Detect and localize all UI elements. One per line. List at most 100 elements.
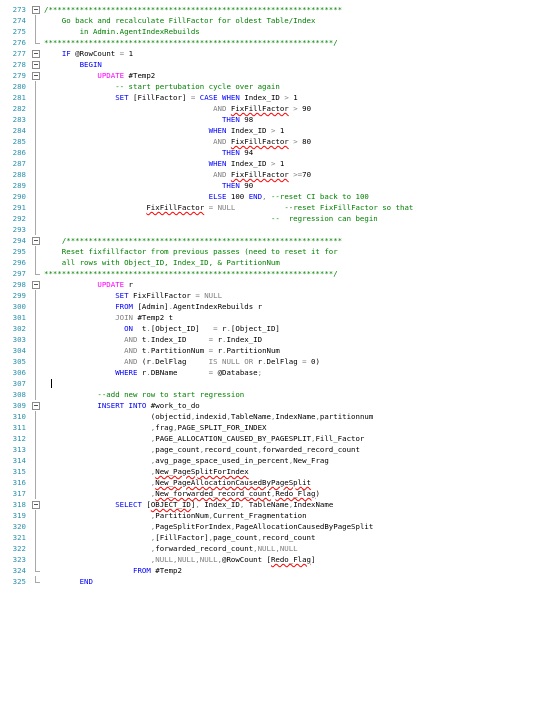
collapse-toggle-icon[interactable] xyxy=(30,48,42,59)
code-text: BEGIN xyxy=(44,59,102,70)
code-line[interactable]: 288 AND FixFillFactor >=70 xyxy=(0,169,536,180)
collapse-toggle-icon[interactable] xyxy=(30,59,42,70)
code-line[interactable]: 319 ,PartitionNum,Current_Fragmentation xyxy=(0,510,536,521)
code-token: . xyxy=(262,357,267,366)
code-line[interactable]: 317 ,New_forwarded_record_count,Redo_Fla… xyxy=(0,488,536,499)
code-line[interactable]: 276*************************************… xyxy=(0,37,536,48)
code-token: END xyxy=(79,577,93,586)
collapse-toggle-icon[interactable] xyxy=(30,499,42,510)
code-line[interactable]: 302 ON t.[Object_ID] = r.[Object_ID] xyxy=(0,323,536,334)
code-line[interactable]: 289 THEN 90 xyxy=(0,180,536,191)
code-line[interactable]: 278 BEGIN xyxy=(0,59,536,70)
code-line[interactable]: 316 ,New_PageAllocationCausedByPageSplit xyxy=(0,477,536,488)
outline-guide xyxy=(35,191,48,202)
code-line[interactable]: 285 AND FixFillFactor > 80 xyxy=(0,136,536,147)
collapse-toggle-icon[interactable] xyxy=(30,70,42,81)
code-line[interactable]: 287 WHEN Index_ID > 1 xyxy=(0,158,536,169)
collapse-toggle-icon[interactable] xyxy=(30,4,42,15)
code-token: @Database xyxy=(213,368,258,377)
code-line[interactable]: 291 FixFillFactor = NULL --reset FixFill… xyxy=(0,202,536,213)
code-text: UPDATE #Temp2 xyxy=(44,70,155,81)
code-line[interactable]: 306 WHERE r.DBName = @Database; xyxy=(0,367,536,378)
code-token: FixFillFactor xyxy=(230,170,289,179)
code-line[interactable]: 311 ,frag,PAGE_SPLIT_FOR_INDEX xyxy=(0,422,536,433)
code-line[interactable]: 274 Go back and recalculate FillFactor f… xyxy=(0,15,536,26)
code-line[interactable]: 324 FROM #Temp2 xyxy=(0,565,536,576)
code-token: ,NULL,NULL xyxy=(253,544,298,553)
collapse-toggle-icon[interactable] xyxy=(30,279,42,290)
code-line[interactable]: 300 FROM [Admin].AgentIndexRebuilds r xyxy=(0,301,536,312)
code-line[interactable]: 325 END xyxy=(0,576,536,587)
code-token: THEN xyxy=(221,148,240,157)
outline-guide xyxy=(35,114,48,125)
code-line[interactable]: 282 AND FixFillFactor > 90 xyxy=(0,103,536,114)
code-token xyxy=(44,60,80,69)
code-line[interactable]: 308 --add new row to start regression xyxy=(0,389,536,400)
code-token: WHEN xyxy=(208,126,227,135)
code-line[interactable]: 298 UPDATE r xyxy=(0,279,536,290)
code-text: ,PageSplitForIndex,PageAllocationCausedB… xyxy=(44,521,374,532)
code-line[interactable]: 315 ,New_PageSplitForIndex xyxy=(0,466,536,477)
code-text: ,PartitionNum,Current_Fragmentation xyxy=(44,510,307,521)
line-number: 305 xyxy=(12,357,26,366)
outline-guide xyxy=(35,389,48,400)
code-line[interactable]: 322 ,forwarded_record_count,NULL,NULL xyxy=(0,543,536,554)
code-line[interactable]: 310 (objectid,indexid,TableName,IndexNam… xyxy=(0,411,536,422)
code-line[interactable]: 273/************************************… xyxy=(0,4,536,15)
outline-guide xyxy=(35,125,48,136)
line-number: 295 xyxy=(12,247,26,256)
code-line[interactable]: 292 -- regression can begin xyxy=(0,213,536,224)
code-token xyxy=(44,181,222,190)
code-line[interactable]: 295 Reset fixfillfactor from previous pa… xyxy=(0,246,536,257)
code-line[interactable]: 312 ,PAGE_ALLOCATION_CAUSED_BY_PAGESPLIT… xyxy=(0,433,536,444)
code-line[interactable]: 286 THEN 94 xyxy=(0,147,536,158)
line-number: 301 xyxy=(12,313,26,322)
code-line[interactable]: 277 IF @RowCount = 1 xyxy=(0,48,536,59)
code-line[interactable]: 279 UPDATE #Temp2 xyxy=(0,70,536,81)
code-line[interactable]: 297*************************************… xyxy=(0,268,536,279)
code-line[interactable]: 283 THEN 98 xyxy=(0,114,536,125)
collapse-toggle-icon[interactable] xyxy=(30,235,42,246)
code-line[interactable]: 320 ,PageSplitForIndex,PageAllocationCau… xyxy=(0,521,536,532)
code-line[interactable]: 293 xyxy=(0,224,536,235)
code-line[interactable]: 323 ,NULL,NULL,NULL,@RowCount [Redo_Flag… xyxy=(0,554,536,565)
code-token xyxy=(44,346,124,355)
code-line[interactable]: 321 ,[FillFactor],page_count,record_coun… xyxy=(0,532,536,543)
outline-guide xyxy=(35,158,48,169)
code-token: , xyxy=(150,478,156,487)
code-line[interactable]: 301 JOIN #Temp2 t xyxy=(0,312,536,323)
code-token: DelFlag xyxy=(266,357,303,366)
code-token xyxy=(44,170,213,179)
code-line[interactable]: 309 INSERT INTO #work_to_do xyxy=(0,400,536,411)
code-line[interactable]: 299 SET FixFillFactor = NULL xyxy=(0,290,536,301)
code-token: 1 xyxy=(288,93,298,102)
code-token xyxy=(44,335,124,344)
code-line[interactable]: 307 xyxy=(0,378,536,389)
code-token: , xyxy=(288,456,294,465)
code-line[interactable]: 318 SELECT [OBJECT_ID], Index_ID, TableN… xyxy=(0,499,536,510)
code-token: >= xyxy=(293,170,303,179)
code-line[interactable]: 313 ,page_count,record_count,forwarded_r… xyxy=(0,444,536,455)
code-token xyxy=(44,533,151,542)
code-line[interactable]: 280 -- start pertubation cycle over agai… xyxy=(0,81,536,92)
collapse-toggle-icon[interactable] xyxy=(30,400,42,411)
code-token xyxy=(44,115,222,124)
code-token: > xyxy=(284,93,289,102)
code-line[interactable]: 281 SET [FillFactor] = CASE WHEN Index_I… xyxy=(0,92,536,103)
code-line[interactable]: 296 all rows with Object_ID, Index_ID, &… xyxy=(0,257,536,268)
outline-guide xyxy=(35,488,48,499)
code-line[interactable]: 275 in Admin.AgentIndexRebuilds xyxy=(0,26,536,37)
code-token: , xyxy=(150,445,156,454)
code-line[interactable]: 294 /***********************************… xyxy=(0,235,536,246)
line-number: 323 xyxy=(12,555,26,564)
code-token: t xyxy=(133,324,147,333)
code-line[interactable]: 290 ELSE 100 END, --reset CI back to 100 xyxy=(0,191,536,202)
code-line[interactable]: 284 WHEN Index_ID > 1 xyxy=(0,125,536,136)
code-text: SELECT [OBJECT_ID], Index_ID, TableName,… xyxy=(44,499,333,510)
code-line[interactable]: 305 AND (r.DelFlag IS NULL OR r.DelFlag … xyxy=(0,356,536,367)
code-line[interactable]: 314 ,avg_page_space_used_in_percent,New_… xyxy=(0,455,536,466)
code-line[interactable]: 303 AND t.Index_ID = r.Index_ID xyxy=(0,334,536,345)
code-line[interactable]: 304 AND t.PartitionNum = r.PartitionNum xyxy=(0,345,536,356)
line-number: 300 xyxy=(12,302,26,311)
